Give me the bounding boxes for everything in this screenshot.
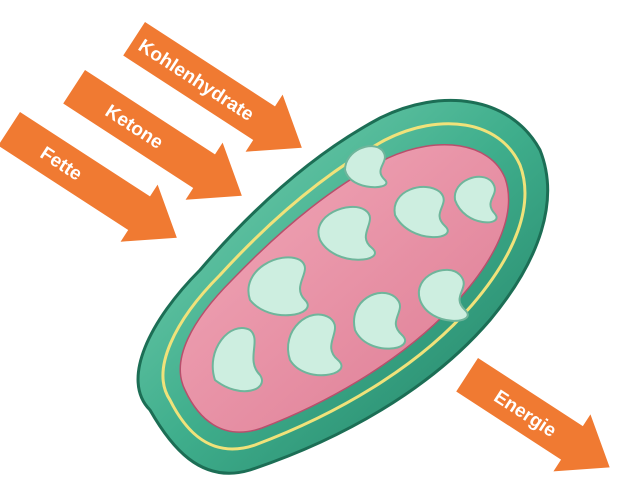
arrow-energie: Energie xyxy=(449,346,629,494)
arrow-label-kohlenhydrate: Kohlenhydrate xyxy=(134,36,257,126)
